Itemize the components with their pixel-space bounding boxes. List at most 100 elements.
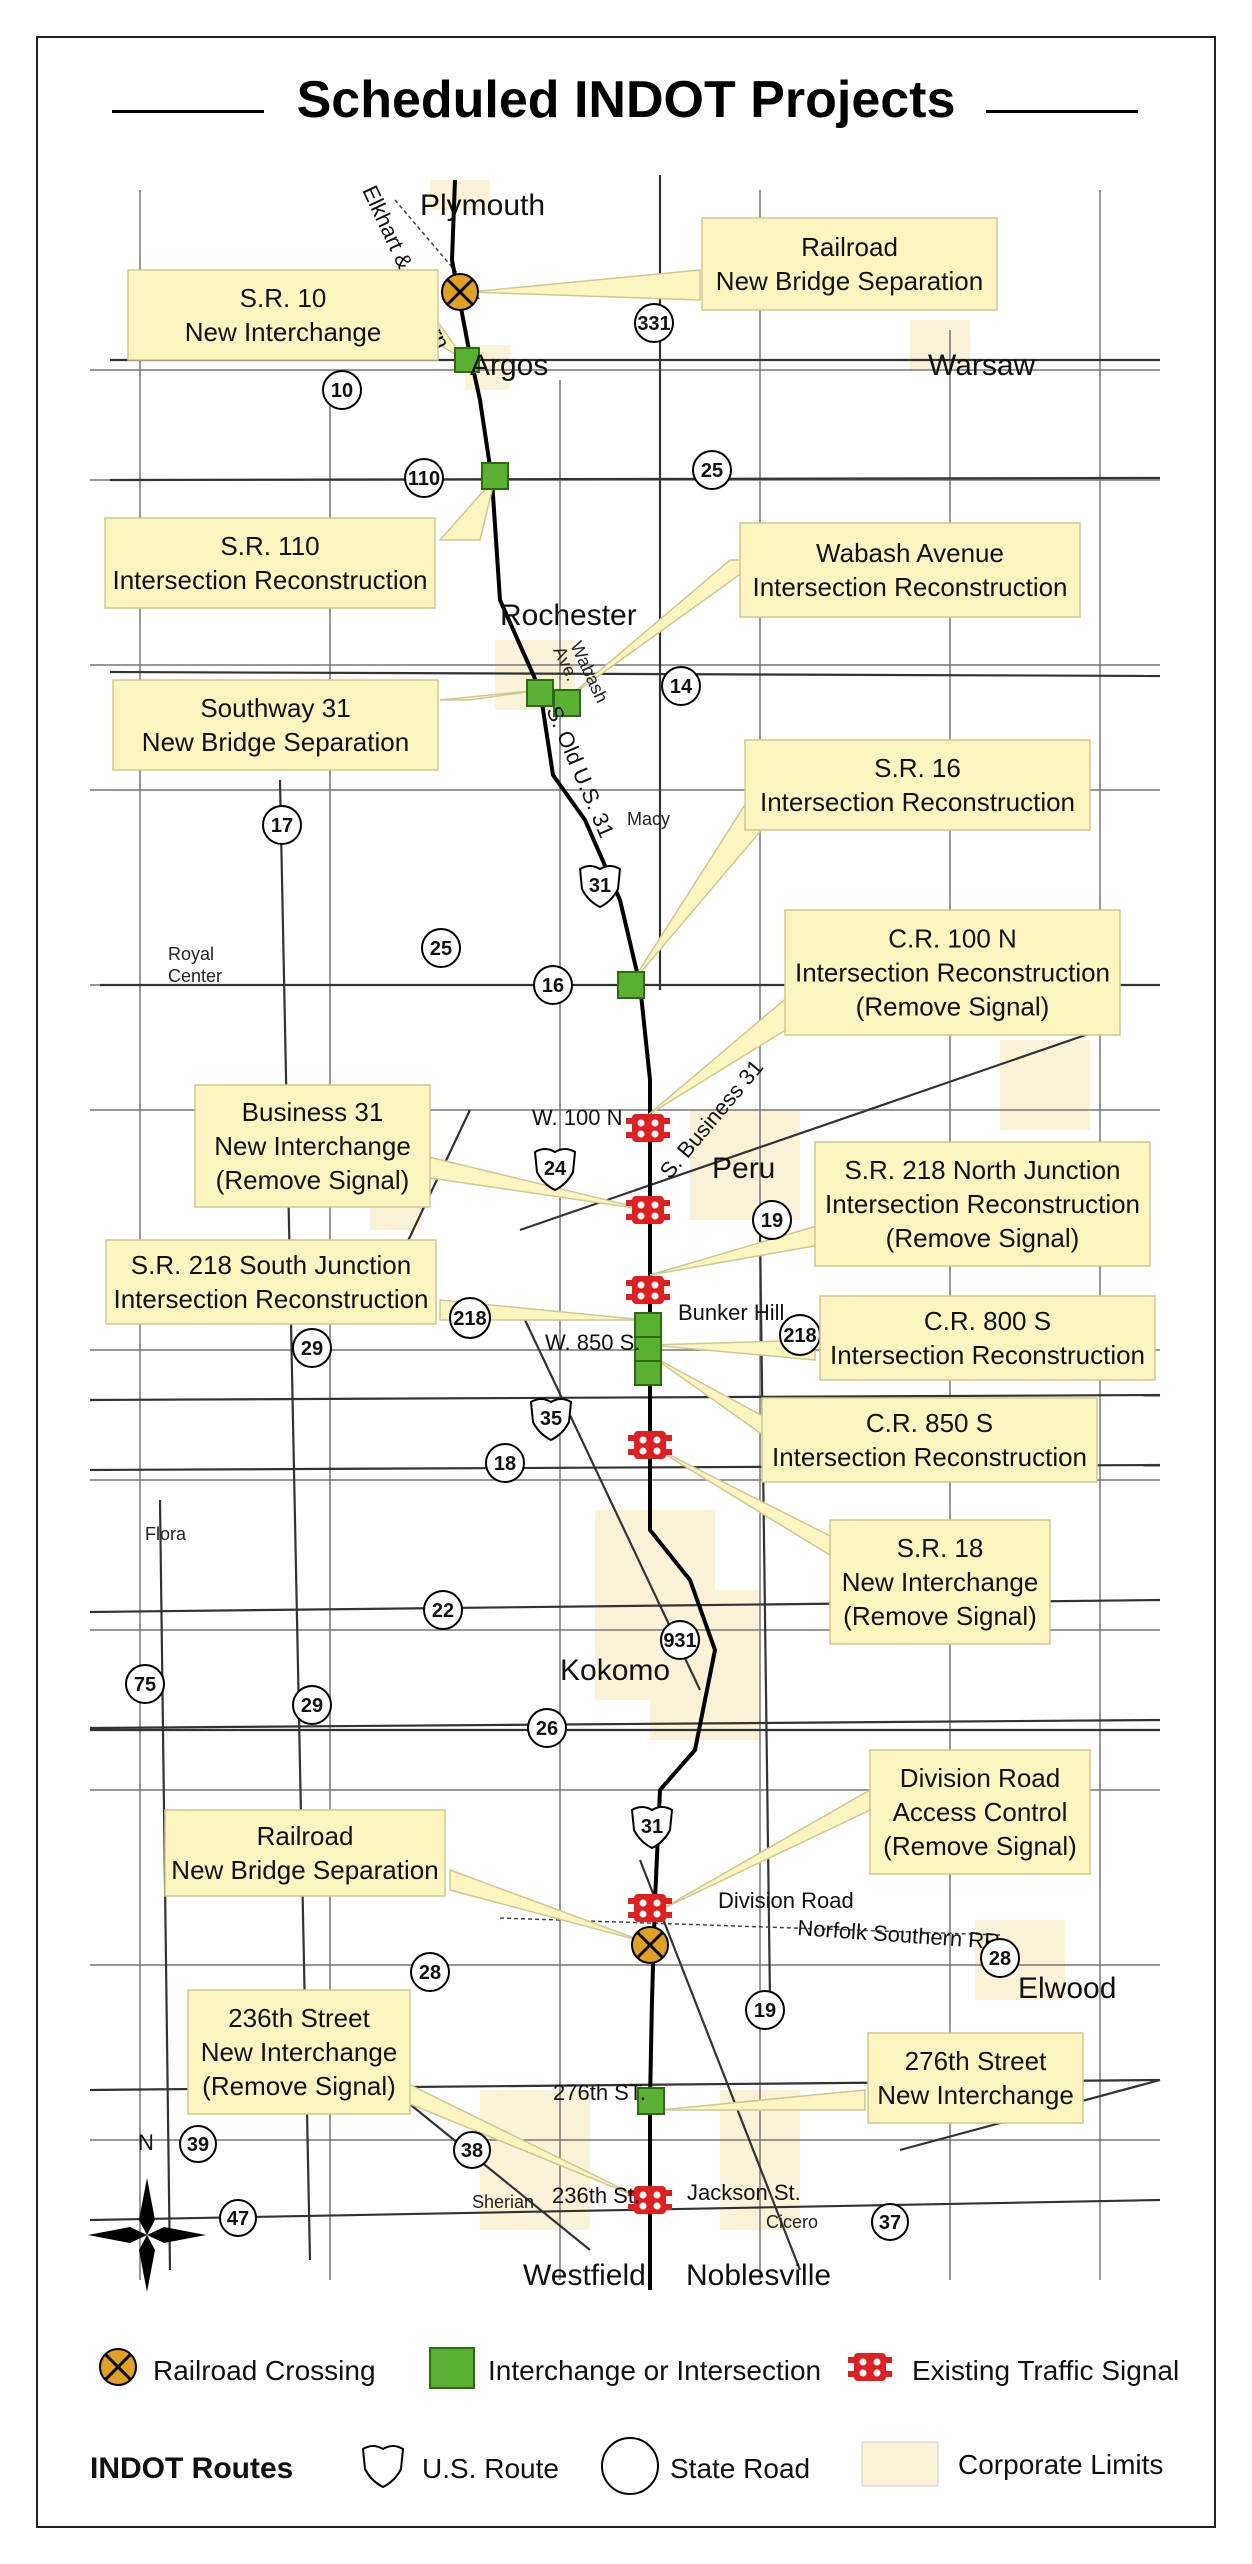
callout-line2: Intersection Reconstruction — [825, 1189, 1140, 1219]
callout-box — [829, 1519, 1051, 1645]
traffic-signal-icon — [626, 1196, 670, 1224]
svg-text:Cicero: Cicero — [766, 2212, 818, 2232]
railroad-crossing-icon — [440, 272, 480, 312]
markers — [440, 272, 672, 2214]
us-31-highway — [449, 179, 718, 2290]
callout-line2: New Interchange — [185, 317, 382, 347]
svg-text:Center: Center — [168, 966, 222, 986]
title-rule-right — [986, 110, 1138, 113]
svg-text:Railroad Crossing: Railroad Crossing — [153, 2355, 376, 2386]
callout-box — [814, 1141, 1151, 1267]
svg-text:29: 29 — [301, 1695, 323, 1717]
svg-text:24: 24 — [544, 1158, 567, 1180]
callout-line2: Intersection Reconstruction — [113, 1284, 428, 1314]
callout-line3: (Remove Signal) — [202, 2071, 396, 2101]
svg-text:U.S. Route: U.S. Route — [422, 2453, 559, 2484]
svg-text:Kokomo: Kokomo — [560, 1654, 670, 1687]
svg-text:29: 29 — [301, 1338, 323, 1360]
callout-line2: New Bridge Separation — [142, 727, 409, 757]
svg-text:W. 100 N: W. 100 N — [532, 1105, 622, 1130]
callout-line3: (Remove Signal) — [856, 992, 1050, 1022]
svg-text:25: 25 — [701, 460, 723, 482]
svg-text:Peru: Peru — [712, 1152, 775, 1185]
callout-leaders — [398, 269, 871, 2201]
callout-box — [867, 2032, 1084, 2124]
legend: Railroad Crossing Interchange or Interse… — [90, 2347, 1179, 2495]
svg-text:N: N — [138, 2130, 154, 2155]
traffic-signal-icon — [626, 1114, 670, 1142]
traffic-signal-icon — [628, 1431, 672, 1459]
callout-box — [105, 1239, 437, 1325]
callout-line2: Intersection Reconstruction — [830, 1340, 1145, 1370]
svg-text:State Road: State Road — [670, 2453, 810, 2484]
svg-text:38: 38 — [461, 2140, 483, 2162]
interchange-icon — [454, 347, 480, 373]
callout-line1: C.R. 800 S — [924, 1306, 1051, 1336]
callout-line1: S.R. 18 — [897, 1533, 984, 1563]
svg-text:331: 331 — [637, 313, 670, 335]
svg-text:Warsaw: Warsaw — [928, 349, 1036, 382]
project-callout: C.R. 800 S Intersection Reconstruction — [819, 1295, 1156, 1381]
svg-text:Royal: Royal — [168, 944, 214, 964]
callout-line3: (Remove Signal) — [843, 1601, 1037, 1631]
svg-text:16: 16 — [542, 975, 564, 997]
callout-line2: New Bridge Separation — [171, 1855, 438, 1885]
svg-text:75: 75 — [134, 1674, 156, 1696]
svg-text:276th ST.: 276th ST. — [553, 2080, 646, 2105]
callout-line2: Intersection Reconstruction — [772, 1442, 1087, 1472]
svg-text:17: 17 — [271, 815, 293, 837]
svg-text:25: 25 — [430, 938, 452, 960]
callout-line2: Intersection Reconstruction — [760, 787, 1075, 817]
interchange-icon — [617, 971, 645, 999]
callout-box — [187, 1989, 411, 2115]
interchange-icon — [637, 2087, 665, 2115]
svg-text:Rochester: Rochester — [500, 599, 637, 632]
svg-text:10: 10 — [331, 380, 353, 402]
svg-text:Sherian: Sherian — [472, 2192, 534, 2212]
svg-text:31: 31 — [589, 875, 611, 897]
svg-text:14: 14 — [670, 676, 693, 698]
callout-line1: Wabash Avenue — [816, 538, 1004, 568]
svg-text:Plymouth: Plymouth — [420, 189, 545, 222]
svg-text:19: 19 — [754, 2000, 776, 2022]
svg-text:47: 47 — [227, 2208, 249, 2230]
callout-box — [164, 1809, 446, 1897]
project-callout: S.R. 18 New Interchange (Remove Signal) — [829, 1519, 1051, 1645]
callout-line1: S.R. 110 — [220, 531, 319, 561]
svg-text:Macy: Macy — [627, 809, 670, 829]
callout-box — [869, 1749, 1091, 1875]
compass-rose: N — [88, 2130, 206, 2292]
callout-line3: (Remove Signal) — [886, 1223, 1080, 1253]
svg-text:Westfield: Westfield — [523, 2259, 646, 2292]
callout-line2: New Interchange — [214, 1131, 411, 1161]
project-callout: S.R. 16 Intersection Reconstruction — [744, 739, 1091, 831]
callout-line1: Southway 31 — [200, 693, 350, 723]
callout-box — [104, 517, 436, 609]
svg-text:Division Road: Division Road — [718, 1888, 854, 1913]
callout-line1: 276th Street — [905, 2046, 1047, 2076]
callout-line2: Intersection Reconstruction — [795, 958, 1110, 988]
svg-text:Jackson St.: Jackson St. — [687, 2180, 801, 2205]
svg-text:236th St.: 236th St. — [552, 2183, 640, 2208]
svg-text:W. 850 S.: W. 850 S. — [545, 1330, 640, 1355]
callout-line2: New Interchange — [842, 1567, 1039, 1597]
traffic-signal-icon — [626, 1276, 670, 1304]
callout-line1: S.R. 16 — [874, 753, 961, 783]
svg-text:26: 26 — [536, 1718, 558, 1740]
svg-text:Flora: Flora — [145, 1524, 187, 1544]
callout-line3: (Remove Signal) — [216, 1165, 410, 1195]
callout-box — [194, 1084, 431, 1208]
callout-box — [127, 269, 439, 361]
callout-line2: New Interchange — [201, 2037, 398, 2067]
railroad-crossing-icon — [630, 1925, 670, 1965]
